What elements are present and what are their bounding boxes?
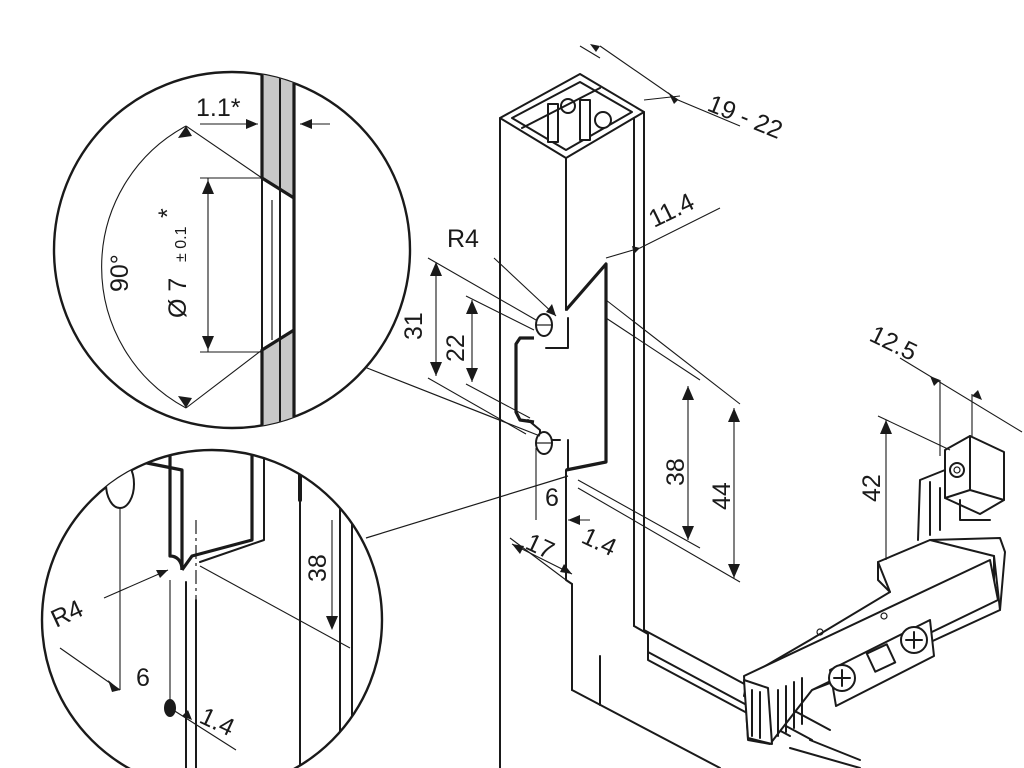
detail-leader-top xyxy=(361,365,541,437)
dim-hinge-42: 42 xyxy=(858,474,886,502)
dim-detail-6: 6 xyxy=(136,664,150,692)
dim-diameter-7: Ø 7 xyxy=(164,278,192,318)
dim-wall-1-4-main: 1.4 xyxy=(577,522,620,562)
detail-circle-bottom: 38 6 1.4 R4 xyxy=(40,448,384,768)
dim-angle-90: 90° xyxy=(106,254,134,292)
dim-height-44: 44 xyxy=(708,482,736,510)
dim-depth-6-main: 6 xyxy=(545,484,559,512)
dim-radius-main: R4 xyxy=(447,225,479,253)
dim-wall-1-1: 1.1* xyxy=(196,94,241,122)
detail-circle-top: 1.1* Ø 7 ± 0.1 * 90° xyxy=(52,70,412,430)
dim-width-range: 19 - 22 xyxy=(704,90,787,145)
dim-detail-38: 38 xyxy=(304,554,332,582)
dim-height-31: 31 xyxy=(400,312,428,340)
dim-top-offset: 11.4 xyxy=(644,188,698,234)
dim-height-38-main: 38 xyxy=(662,458,690,486)
dim-hinge-12-5: 12.5 xyxy=(865,320,921,367)
dim-height-22: 22 xyxy=(442,334,470,362)
detail-leader-bottom xyxy=(365,475,569,539)
hinge xyxy=(743,435,1006,768)
frame-profile xyxy=(499,73,831,768)
dim-width-17: 17 xyxy=(521,528,558,565)
dim-tolerance: ± 0.1 xyxy=(173,226,190,262)
dim-tolerance-star: * xyxy=(154,208,182,218)
